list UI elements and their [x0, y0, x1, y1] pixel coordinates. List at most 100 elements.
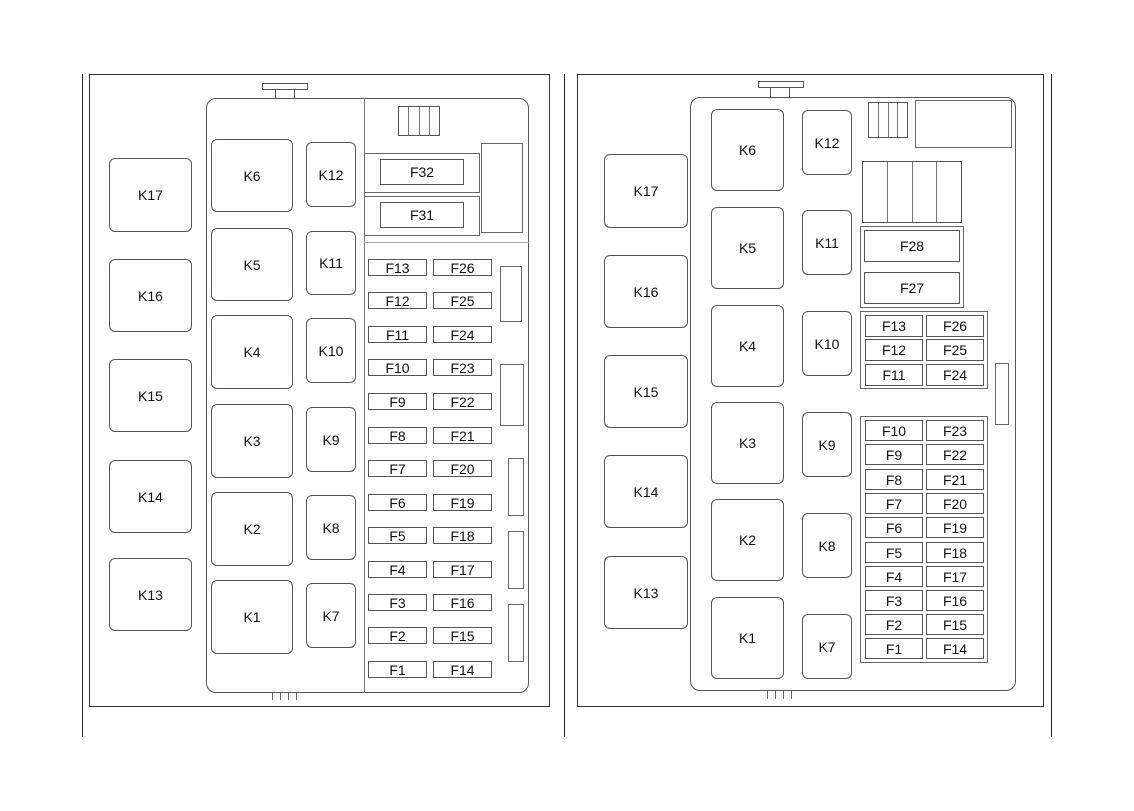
fuse-f4: F4: [865, 566, 923, 587]
fuse-f6: F6: [865, 517, 923, 538]
left-vent-grille: [398, 106, 440, 136]
fuse-f13: F13: [368, 259, 427, 276]
fuse-f17: F17: [926, 566, 984, 587]
fuse-f2: F2: [865, 614, 923, 635]
relay-k15: K15: [604, 355, 688, 428]
left-side-clip-3: [508, 458, 524, 516]
fuse-f7: F7: [865, 493, 923, 514]
fuse-f21: F21: [433, 427, 492, 444]
fuse-f3: F3: [368, 594, 427, 611]
relay-k11: K11: [306, 231, 356, 295]
fuse-f12: F12: [368, 292, 427, 309]
fuse-f13: F13: [865, 315, 923, 337]
relay-k7: K7: [306, 583, 356, 648]
relay-k10: K10: [306, 318, 356, 383]
fuse-f11: F11: [368, 326, 427, 343]
relay-k8: K8: [306, 495, 356, 560]
fuse-f15: F15: [433, 627, 492, 644]
maxi-fuse-f27: F27: [864, 272, 960, 304]
fuse-f23: F23: [926, 420, 984, 441]
relay-k12: K12: [306, 142, 356, 207]
relay-k2: K2: [711, 499, 784, 581]
fuse-f20: F20: [926, 493, 984, 514]
fuse-f24: F24: [926, 364, 984, 386]
relay-k6: K6: [211, 139, 293, 212]
left-side-clip-1: [500, 266, 522, 322]
fuse-f22: F22: [433, 393, 492, 410]
fuse-f10: F10: [368, 359, 427, 376]
fuse-f22: F22: [926, 444, 984, 465]
relay-k9: K9: [802, 412, 852, 477]
fuse-f2: F2: [368, 627, 427, 644]
fuse-f14: F14: [433, 661, 492, 678]
fuse-f26: F26: [433, 259, 492, 276]
relay-k5: K5: [711, 207, 784, 289]
left-bottom-pin: [272, 692, 273, 700]
fuse-f16: F16: [433, 594, 492, 611]
left-side-connector: [481, 143, 523, 233]
relay-k17: K17: [604, 154, 688, 228]
relay-k1: K1: [711, 597, 784, 679]
fuse-f20: F20: [433, 460, 492, 477]
relay-k14: K14: [604, 455, 688, 528]
fuse-f15: F15: [926, 614, 984, 635]
right-bottom-pin: [767, 691, 768, 699]
fuse-f6: F6: [368, 494, 427, 511]
maxi-fuse-f28: F28: [864, 230, 960, 262]
right-bottom-pin: [775, 691, 776, 699]
relay-k14: K14: [109, 460, 192, 533]
relay-k13: K13: [604, 556, 688, 629]
fuse-f12: F12: [865, 339, 923, 361]
relay-k1: K1: [211, 580, 293, 654]
fuse-f25: F25: [433, 292, 492, 309]
right-side-clip: [995, 363, 1009, 425]
fuse-f25: F25: [926, 339, 984, 361]
fuse-f3: F3: [865, 590, 923, 611]
right-maxi-fuse-holder: [862, 161, 962, 223]
relay-k9: K9: [306, 407, 356, 472]
relay-k2: K2: [211, 492, 293, 566]
left-side-clip-4: [508, 531, 524, 589]
fuse-f24: F24: [433, 326, 492, 343]
right-vent-grille: [868, 102, 908, 138]
fuse-f21: F21: [926, 469, 984, 490]
fuse-f1: F1: [865, 638, 923, 659]
left-bottom-pin: [288, 692, 289, 700]
relay-k3: K3: [711, 402, 784, 484]
fuse-f16: F16: [926, 590, 984, 611]
relay-k10: K10: [802, 311, 852, 376]
relay-k8: K8: [802, 513, 852, 578]
fuse-f14: F14: [926, 638, 984, 659]
fuse-f9: F9: [865, 444, 923, 465]
fuse-f19: F19: [433, 494, 492, 511]
fuse-f19: F19: [926, 517, 984, 538]
fuse-f5: F5: [865, 542, 923, 563]
fuse-f1: F1: [368, 661, 427, 678]
relay-k6: K6: [711, 109, 784, 191]
fuse-f11: F11: [865, 364, 923, 386]
relay-k13: K13: [109, 558, 192, 631]
relay-k7: K7: [802, 614, 852, 679]
maxi-fuse-f31: F31: [380, 202, 464, 228]
relay-k11: K11: [802, 210, 852, 275]
page-margin-line-center: [564, 74, 565, 737]
relay-k12: K12: [802, 110, 852, 175]
relay-k4: K4: [211, 315, 293, 389]
fuse-f10: F10: [865, 420, 923, 441]
relay-k3: K3: [211, 404, 293, 478]
fuse-f17: F17: [433, 561, 492, 578]
relay-k5: K5: [211, 228, 293, 301]
left-bottom-pin: [280, 692, 281, 700]
fuse-f9: F9: [368, 393, 427, 410]
page-margin-line-left: [82, 74, 83, 737]
fuse-f18: F18: [433, 527, 492, 544]
right-bottom-pin: [791, 691, 792, 699]
left-side-clip-2: [500, 364, 524, 426]
fuse-f8: F8: [368, 427, 427, 444]
relay-k4: K4: [711, 305, 784, 387]
relay-k16: K16: [109, 259, 192, 332]
left-bottom-pin: [296, 692, 297, 700]
left-side-clip-5: [508, 604, 524, 662]
right-top-connector: [915, 100, 1012, 148]
